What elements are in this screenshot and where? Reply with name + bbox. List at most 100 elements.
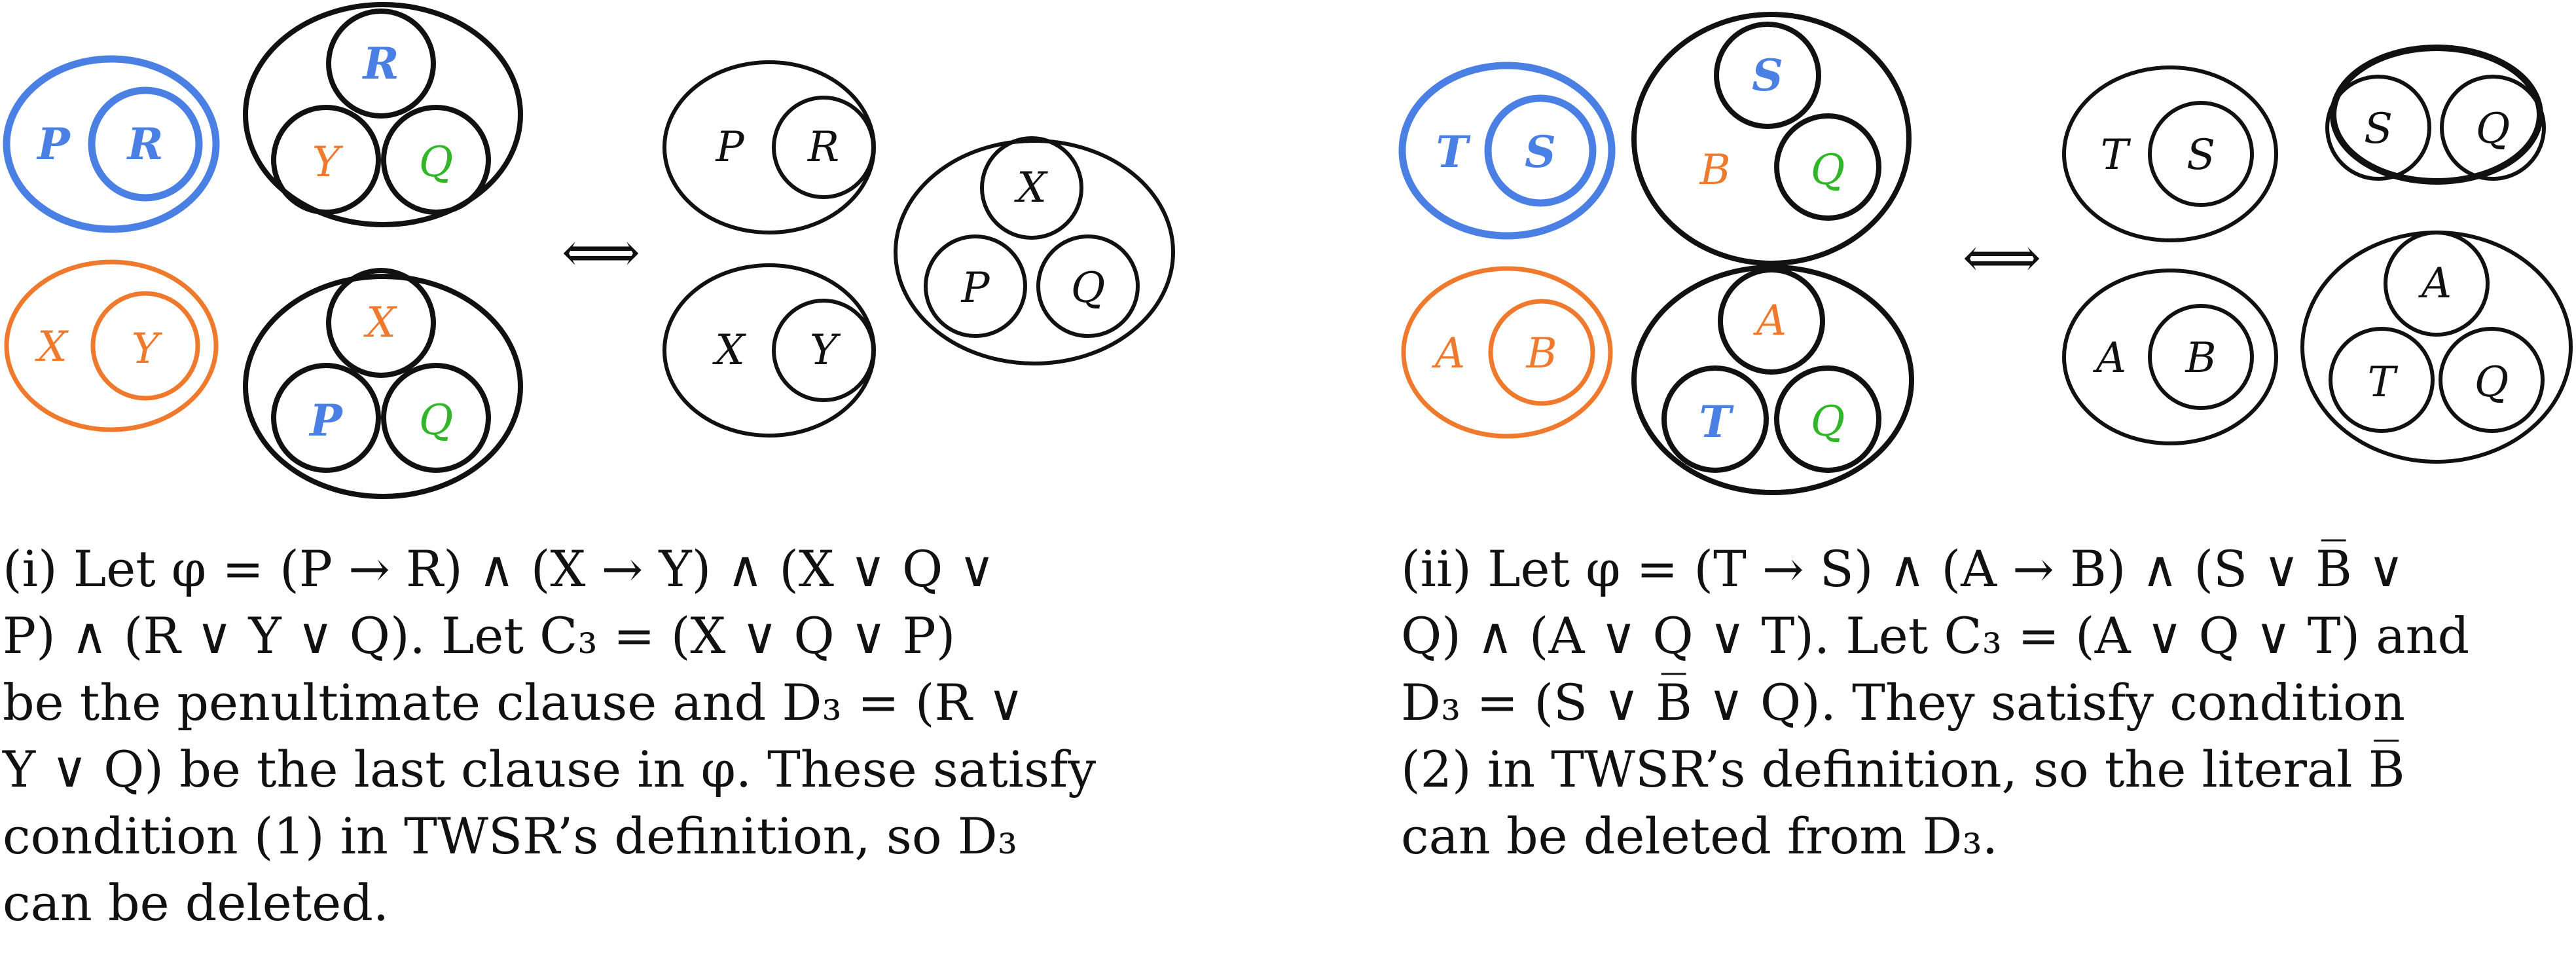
literal-label: R	[807, 123, 839, 172]
literal-label: Q	[419, 396, 453, 445]
literal-label: A	[1432, 329, 1465, 378]
panel-ii-result-clause-s-q: S Q	[2325, 45, 2546, 185]
caption-line: can be deleted from D₃.	[1401, 807, 1998, 865]
literal-circle	[88, 86, 203, 202]
literal-label: T	[2101, 131, 2132, 179]
literal-circle	[326, 268, 436, 378]
literal-circle	[2325, 75, 2431, 181]
clause-outer-ellipse	[1631, 265, 1914, 495]
literal-label: B	[1699, 146, 1730, 195]
literal-circle	[2148, 101, 2254, 207]
literal-label: P	[308, 395, 344, 446]
clause-outer-ellipse	[2062, 65, 2278, 242]
panel-ii-clause-a-t-q: A T Q	[1631, 265, 1914, 495]
literal-label: R	[126, 119, 164, 170]
caption-i: (i) Let φ = (P → R) ∧ (X → Y) ∧ (X ∨ Q ∨…	[3, 536, 1181, 937]
clause-outer-ellipse	[894, 139, 1175, 365]
literal-label: X	[712, 326, 746, 375]
literal-label: S	[1525, 126, 1556, 177]
literal-circle	[326, 9, 436, 119]
panel-i-result-clause-x-p-q: X P Q	[894, 136, 1175, 365]
literal-label: B	[2185, 334, 2216, 382]
literal-label: S	[2186, 131, 2215, 179]
caption-line: condition (1) in TWSR’s definition, so D…	[3, 807, 1018, 865]
literal-circle	[1774, 365, 1881, 473]
literal-label: Y	[132, 325, 163, 373]
literal-circle	[1661, 365, 1769, 473]
literal-label: T	[1699, 396, 1734, 447]
literal-circle	[2440, 75, 2546, 181]
literal-label: A	[2093, 334, 2126, 382]
literal-label: X	[34, 323, 69, 371]
literal-label: X	[1013, 164, 1048, 212]
panel-ii-result-clause-a-t-q: A T Q	[2300, 231, 2573, 464]
panel-i-clause-r-y-q: R Y Q	[243, 2, 523, 227]
literal-circle	[90, 291, 200, 401]
literal-circle	[2384, 231, 2490, 337]
caption-line: (i) Let φ = (P → R) ∧ (X → Y) ∧ (X ∨ Q ∨	[3, 540, 996, 598]
literal-label: P	[960, 264, 990, 312]
literal-circle	[1718, 267, 1825, 375]
literal-circle	[924, 234, 1027, 338]
literal-label: P	[715, 123, 744, 172]
panel-ii-clause-a-b: A B	[1401, 266, 1613, 439]
clause-outer-ellipse	[4, 259, 219, 432]
clause-outer-ellipse	[1631, 12, 1912, 266]
literal-label: Q	[1811, 146, 1845, 195]
panel-i-clause-p-r: P R	[3, 55, 220, 233]
literal-label: X	[363, 299, 397, 347]
literal-circle	[2439, 327, 2545, 433]
literal-label: Q	[1071, 264, 1105, 312]
literal-circle	[2148, 304, 2254, 410]
clause-outer-ellipse	[662, 60, 876, 234]
literal-label: T	[2368, 358, 2399, 407]
equivalence-arrow: ⟺	[1963, 225, 2041, 289]
literal-label: Q	[1811, 398, 1845, 446]
clause-outer-ellipse	[1401, 266, 1613, 439]
caption-line: be the penultimate clause and D₃ = (R ∨	[3, 673, 1025, 732]
literal-circle	[1774, 113, 1881, 221]
literal-label: Q	[419, 138, 453, 187]
literal-circle	[381, 105, 491, 215]
clause-outer-ellipse	[2062, 269, 2278, 445]
equivalence-arrow: ⟺	[562, 220, 640, 284]
literal-circle	[1488, 299, 1595, 406]
panel-i-clause-x-y: X Y	[4, 259, 219, 432]
literal-label: Q	[2475, 358, 2509, 407]
literal-label: S	[2364, 105, 2393, 153]
literal-circle	[271, 363, 381, 473]
caption-line: Q) ∧ (A ∨ Q ∨ T). Let C₃ = (A ∨ Q ∨ T) a…	[1401, 606, 2470, 665]
panel-ii-clause-t-s: T S	[1398, 62, 1616, 240]
literal-label: Y	[810, 326, 841, 375]
literal-circle	[2329, 327, 2435, 433]
panel-ii-result-clause-t-s: T S	[2062, 65, 2278, 242]
caption-line: can be deleted.	[3, 874, 390, 932]
panel-i-result-clause-x-y: X Y	[662, 263, 876, 438]
clause-outer-ellipse	[662, 263, 876, 438]
literal-label: R	[362, 38, 399, 89]
clause-outer-ellipse	[1398, 62, 1616, 240]
literal-label: A	[2418, 259, 2452, 308]
clause-outer-ellipse	[3, 55, 220, 233]
panel-ii-clause-s-b-q: S B Q	[1631, 12, 1912, 266]
literal-label: S	[1752, 50, 1783, 101]
literal-circle	[1036, 234, 1140, 338]
literal-circle	[1484, 94, 1597, 207]
literal-label: A	[1753, 297, 1787, 345]
literal-label: P	[36, 119, 71, 170]
literal-circle	[1714, 22, 1821, 129]
clause-outer-ellipse	[243, 2, 523, 227]
caption-line: P) ∧ (R ∨ Y ∨ Q). Let C₃ = (X ∨ Q ∨ P)	[3, 606, 956, 665]
literal-circle	[980, 136, 1083, 240]
literal-label: Y	[312, 138, 344, 187]
caption-line: (ii) Let φ = (T → S) ∧ (A → B) ∧ (S ∨ B̅…	[1401, 540, 2404, 598]
panel-i-clause-x-p-q: X P Q	[243, 268, 523, 499]
literal-circle	[271, 105, 381, 215]
literal-circle	[381, 363, 491, 473]
diagram-figure: P R R Y Q X Y X P Q ⟺	[3, 2, 2573, 499]
caption-line: Y ∨ Q) be the last clause in φ. These sa…	[3, 740, 1097, 798]
literal-label: B	[1525, 329, 1557, 378]
caption-line: (2) in TWSR’s definition, so the literal…	[1401, 740, 2405, 798]
panel-ii-result-clause-a-b: A B	[2062, 269, 2278, 445]
clause-outer-ellipse	[2330, 45, 2543, 185]
